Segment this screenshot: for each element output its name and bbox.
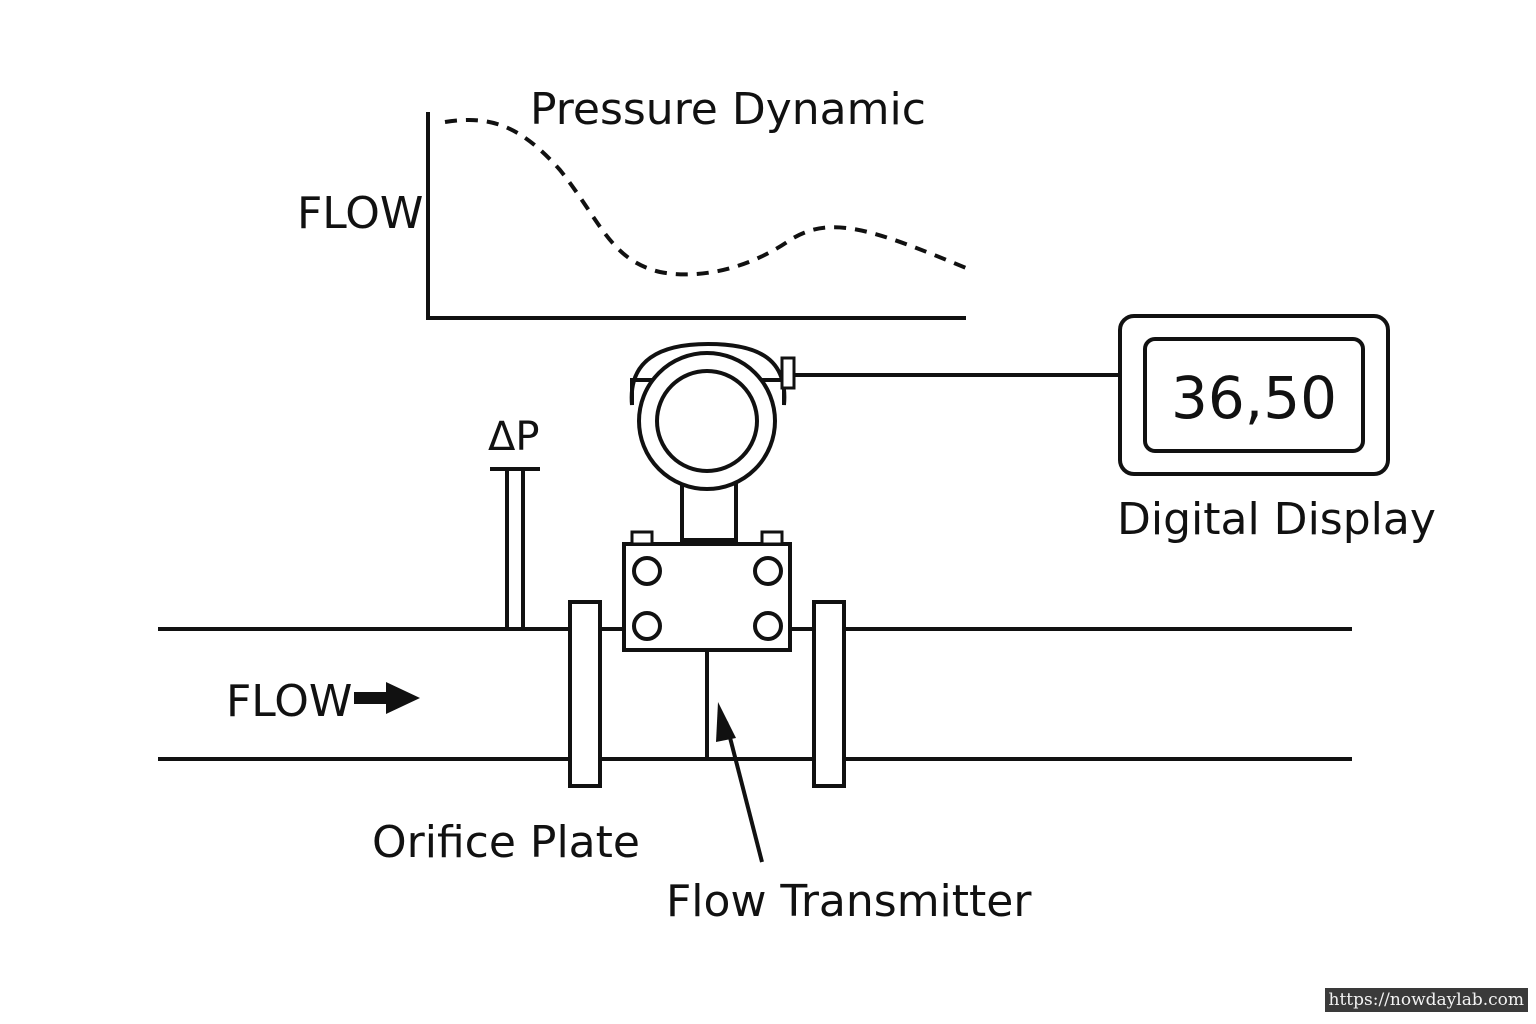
chart-title: Pressure Dynamic [530, 84, 926, 135]
orifice-plate-label: Orifice Plate [372, 817, 640, 868]
flow-arrow-icon [354, 682, 420, 714]
bolt-icon [753, 611, 783, 641]
pressure-dynamic-curve [444, 118, 967, 277]
flow-transmitter-label: Flow Transmitter [666, 876, 1032, 927]
digital-display: 36,50 [1118, 314, 1390, 476]
transmitter-dial-icon [655, 369, 759, 473]
bolt-icon [632, 611, 662, 641]
bolt-icon [632, 556, 662, 586]
chart-y-label: FLOW [297, 188, 423, 239]
delta-p-tap [490, 467, 540, 629]
pressure-dynamic-chart: Pressure Dynamic FLOW [297, 84, 967, 320]
flow-transmitter [622, 341, 796, 759]
chart-axes [426, 112, 966, 320]
delta-p-label: ΔP [488, 414, 539, 460]
display-value: 36,50 [1171, 364, 1337, 432]
watermark-url: https://nowdaylab.com [1324, 988, 1528, 1012]
transmitter-pointer-arrow-icon [716, 702, 764, 863]
display-screen [1143, 337, 1365, 453]
flow-direction-label: FLOW [226, 676, 352, 727]
orifice-plate-flange-left [568, 600, 602, 788]
digital-display-label: Digital Display [1117, 494, 1436, 545]
flange-right [812, 600, 846, 788]
bolt-icon [753, 556, 783, 586]
